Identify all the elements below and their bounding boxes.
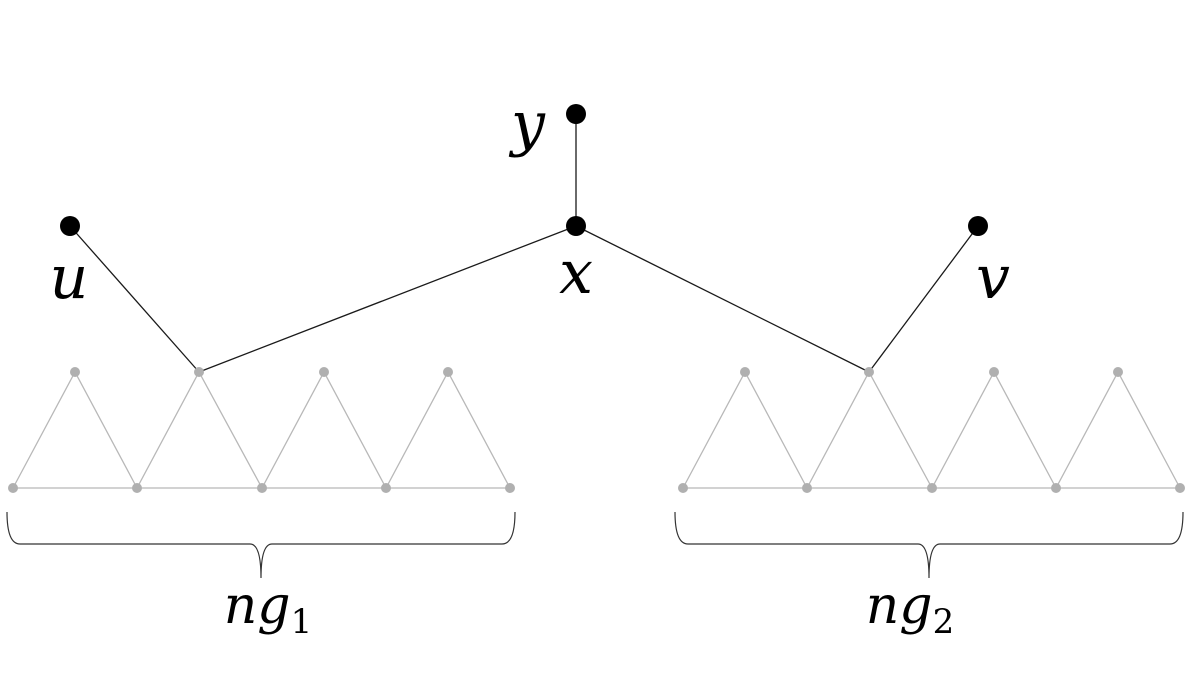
label-v: v xyxy=(976,243,1010,313)
label-u: u xyxy=(50,243,89,313)
edge-x-right-apex xyxy=(575,225,870,373)
right-base-node xyxy=(802,483,812,493)
right-base-node xyxy=(1051,483,1061,493)
left-group-label-base: ng xyxy=(224,576,291,636)
left-apex-node xyxy=(443,367,453,377)
right-base-node xyxy=(927,483,937,493)
right-group-label-base: ng xyxy=(866,576,933,636)
right-brace xyxy=(674,511,1184,579)
left-zigzag xyxy=(12,370,511,490)
right-apex-node xyxy=(740,367,750,377)
left-group-label: ng1 xyxy=(224,576,312,642)
left-base-node xyxy=(505,483,515,493)
right-zigzag xyxy=(682,370,1181,490)
left-group-label-sub: 1 xyxy=(291,602,313,642)
left-base-node xyxy=(257,483,267,493)
left-apex-node xyxy=(70,367,80,377)
left-triangle-chain xyxy=(8,367,515,493)
node-y xyxy=(566,104,586,124)
node-v xyxy=(968,216,988,236)
left-base-node xyxy=(132,483,142,493)
right-apex-node xyxy=(1113,367,1123,377)
right-triangle-chain xyxy=(678,367,1185,493)
right-apex-node xyxy=(989,367,999,377)
right-group-label-sub: 2 xyxy=(933,602,955,642)
right-group-label: ng2 xyxy=(866,576,954,642)
left-base-node xyxy=(8,483,18,493)
left-apex-node xyxy=(319,367,329,377)
left-base-node xyxy=(381,483,391,493)
edge-v-right-apex xyxy=(868,225,979,373)
label-x: x xyxy=(559,238,593,308)
node-x xyxy=(566,216,586,236)
right-base-node xyxy=(1175,483,1185,493)
right-apex-node xyxy=(864,367,874,377)
edge-u-left-apex xyxy=(69,225,200,373)
edge-x-left-apex xyxy=(198,225,577,373)
left-brace xyxy=(6,511,516,579)
right-base-node xyxy=(678,483,688,493)
label-y: y xyxy=(508,89,546,159)
node-u xyxy=(60,216,80,236)
left-apex-node xyxy=(194,367,204,377)
